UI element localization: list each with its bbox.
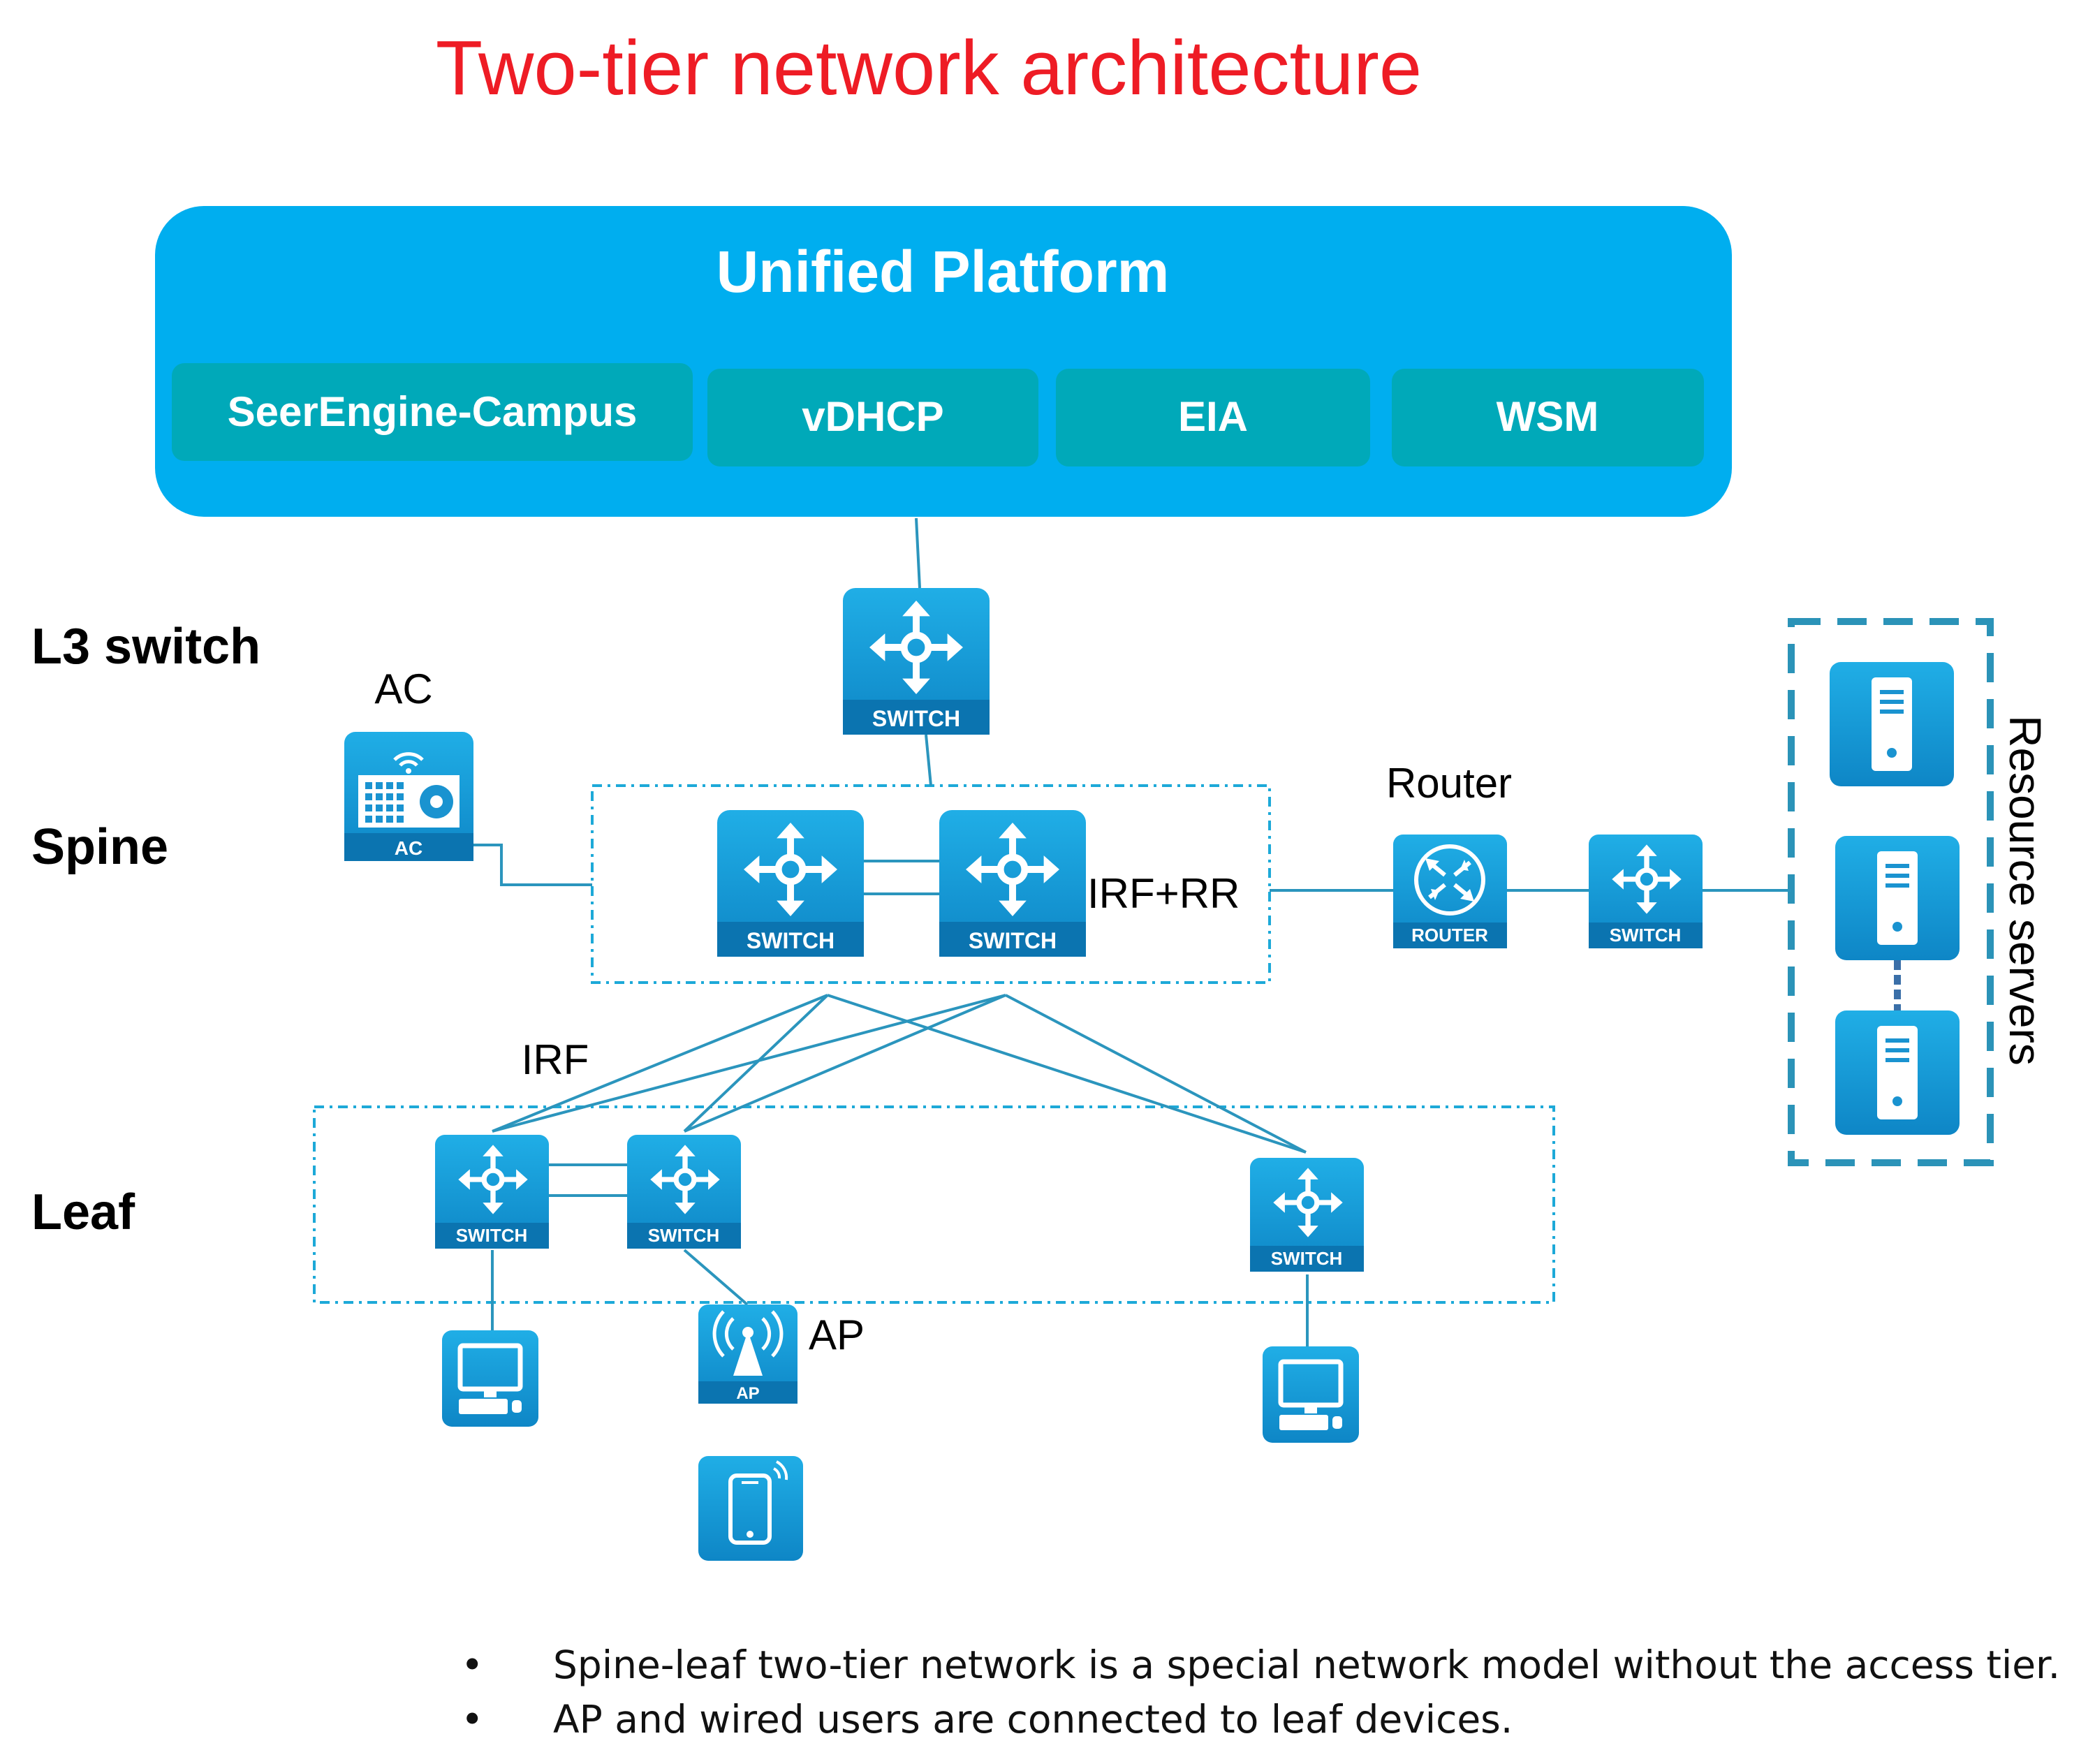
irf-rr-label: IRF+RR	[1087, 870, 1240, 917]
svg-text:SWITCH: SWITCH	[1271, 1248, 1343, 1269]
note-item: Spine-leaf two-tier network is a special…	[461, 1638, 2067, 1692]
resource-server-2[interactable]	[1835, 836, 1960, 960]
wired-pc-1[interactable]	[442, 1330, 538, 1427]
leaf-switch-1[interactable]: SWITCH	[435, 1135, 549, 1249]
platform-module-wsm[interactable]: WSM	[1392, 369, 1704, 466]
unified-platform: Unified Platform SeerEngine-Campus vDHCP…	[155, 206, 1732, 517]
leaf-switch-2[interactable]: SWITCH	[627, 1135, 741, 1249]
smartphone-icon	[728, 1460, 788, 1545]
spine-switch-1[interactable]: SWITCH	[717, 810, 864, 957]
resource-server-1[interactable]	[1830, 662, 1954, 786]
spine-switch-2[interactable]: SWITCH	[939, 810, 1086, 957]
access-point[interactable]: AP	[698, 1304, 797, 1404]
page-title: Two-tier network architecture	[436, 25, 1422, 111]
server-icon	[1872, 677, 1912, 771]
server-icon	[1877, 851, 1918, 945]
router[interactable]: ROUTER	[1393, 835, 1507, 948]
svg-text:SWITCH: SWITCH	[872, 706, 960, 731]
platform-module-vdhcp[interactable]: vDHCP	[707, 369, 1038, 466]
server-icon	[1877, 1026, 1918, 1119]
svg-text:AP: AP	[736, 1384, 759, 1403]
platform-module-eia[interactable]: EIA	[1056, 369, 1370, 466]
note-item: AP and wired users are connected to leaf…	[461, 1692, 2067, 1747]
desktop-pc-icon	[1278, 1359, 1344, 1430]
resource-server-3[interactable]	[1835, 1010, 1960, 1135]
svg-text:AC: AC	[395, 837, 422, 859]
wireless-phone[interactable]	[698, 1456, 803, 1561]
svg-text:SeerEngine-Campus: SeerEngine-Campus	[228, 388, 638, 435]
notes-list: Spine-leaf two-tier network is a special…	[461, 1638, 2067, 1747]
svg-text:WSM: WSM	[1497, 393, 1599, 440]
leaf-group-box	[313, 1105, 1555, 1304]
desktop-pc-icon	[457, 1343, 523, 1414]
resource-servers-label: Resource servers	[2000, 715, 2050, 1066]
platform-module-seerengine[interactable]: SeerEngine-Campus	[172, 363, 693, 461]
tier-label-l3: L3 switch	[31, 619, 260, 675]
svg-text:SWITCH: SWITCH	[747, 928, 835, 953]
tier-label-spine: Spine	[31, 819, 168, 875]
irf-label: IRF	[522, 1036, 589, 1083]
leaf-switch-3[interactable]: SWITCH	[1250, 1158, 1364, 1272]
router-label: Router	[1386, 760, 1512, 807]
wireless-controller-icon	[358, 752, 460, 828]
svg-text:SWITCH: SWITCH	[648, 1225, 720, 1246]
resource-servers-group-box	[1788, 618, 1994, 1166]
ac-label: AC	[374, 666, 432, 712]
wired-pc-2[interactable]	[1263, 1346, 1359, 1443]
svg-text:SWITCH: SWITCH	[1610, 925, 1682, 946]
l3-switch[interactable]: SWITCH	[843, 588, 990, 735]
svg-text:ROUTER: ROUTER	[1411, 925, 1488, 946]
svg-text:SWITCH: SWITCH	[969, 928, 1057, 953]
server-access-switch[interactable]: SWITCH	[1589, 835, 1703, 948]
platform-title: Unified Platform	[716, 239, 1170, 304]
ap-label: AP	[809, 1311, 865, 1358]
tier-label-leaf: Leaf	[31, 1184, 135, 1240]
access-point-icon	[712, 1310, 784, 1376]
svg-text:vDHCP: vDHCP	[802, 393, 943, 440]
network-links	[471, 517, 1791, 1346]
access-controller[interactable]: AC	[344, 732, 473, 861]
svg-text:EIA: EIA	[1178, 393, 1248, 440]
svg-text:SWITCH: SWITCH	[456, 1225, 528, 1246]
